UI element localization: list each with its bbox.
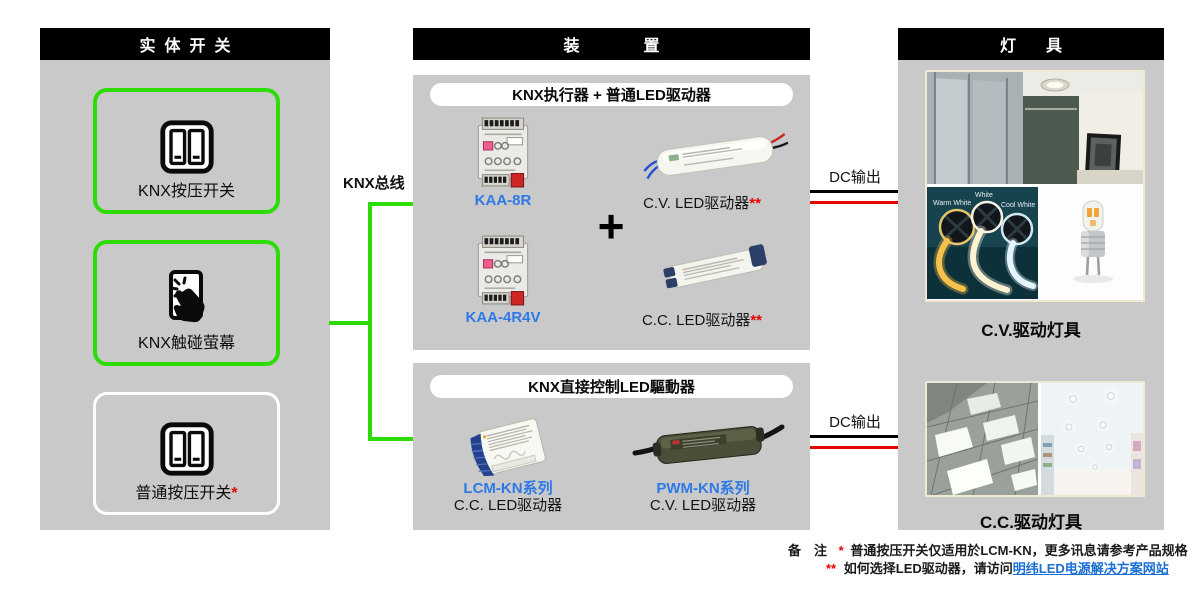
group1-title: KNX执行器 + 普通LED驱动器 — [430, 83, 793, 106]
dc-line-red-top — [810, 201, 899, 204]
knx-bus-line-to-group2 — [368, 437, 413, 441]
lamp-panel-header: 灯具 — [898, 28, 1164, 60]
dc-line-black-top — [810, 190, 899, 193]
led-strips-photo: Warm White White Cool White — [927, 187, 1038, 299]
switch-panel-header: 实体开关 — [40, 28, 330, 60]
knx-bus-line-to-group1 — [368, 202, 413, 206]
direct-driver-group: KNX直接控制LED驅動器 LCM-KN系列 C.C. LED驱动器 — [413, 363, 810, 530]
kaa-4r4v-image — [477, 235, 529, 306]
pwm-kn-desc: C.V. LED驱动器 — [649, 497, 757, 514]
cv-lamp-label: C.V.驱动灯具 — [981, 321, 1081, 340]
interior-room-photo — [927, 72, 1143, 184]
lcm-kn-label: LCM-KN系列 — [463, 480, 553, 497]
knx-push-switch-label: KNX按压开关 — [138, 182, 235, 200]
kaa-8r-image — [477, 117, 529, 188]
dc-output-label-top: DC输出 — [829, 169, 881, 186]
footnote-line-1: 备 注 * 普通按压开关仅适用於LCM-KN，更多讯息请参考产品规格 — [788, 540, 1188, 559]
panel-ceiling-photo — [927, 383, 1038, 495]
strip-label-cool-white: Cool White — [1001, 202, 1035, 209]
knx-touch-screen-card: KNX触碰萤幕 — [93, 240, 280, 366]
plus-sign: + — [597, 200, 625, 252]
cc-led-driver-image — [663, 244, 767, 289]
lamp-panel-title: 灯具 — [999, 38, 1092, 55]
kaa-8r-label: KAA-8R — [474, 192, 532, 209]
footnote-text-1: 普通按压开关仅适用於LCM-KN，更多讯息请参考产品规格 — [850, 543, 1188, 558]
cv-lamp-photos: Warm White White Cool White — [925, 70, 1145, 302]
switch-panel-body: KNX按压开关 KNX触碰萤幕 — [40, 60, 330, 530]
g4-bulb-photo — [1041, 187, 1143, 299]
knx-touch-screen-label: KNX触碰萤幕 — [138, 334, 235, 352]
pwm-kn-label: PWM-KN系列 — [656, 480, 750, 497]
device-panel-header: 装置 — [413, 28, 810, 60]
footnote-text-2: 如何选择LED驱动器，请访问 — [843, 561, 1013, 576]
footnote-stars: ** — [750, 312, 763, 329]
strip-label-white: White — [975, 192, 993, 199]
kaa-4r4v-label: KAA-4R4V — [465, 309, 541, 326]
led-solution-link[interactable]: 明纬LED电源解决方案网站 — [1012, 561, 1169, 576]
footnote-stars: ** — [749, 195, 761, 212]
touch-screen-icon — [168, 269, 205, 322]
device-panel-title: 装置 — [563, 38, 724, 55]
actuator-driver-group: KNX执行器 + 普通LED驱动器 KAA-8R + — [413, 75, 810, 350]
dc-line-red-bottom — [810, 446, 899, 449]
knx-bus-label: KNX总线 — [343, 175, 405, 192]
dc-line-black-bottom — [810, 435, 899, 438]
footnote-line-2: ** 如何选择LED驱动器，请访问明纬LED电源解决方案网站 — [826, 558, 1169, 577]
ordinary-push-switch-label: 普通按压开关* — [135, 484, 238, 502]
lcm-kn-desc: C.C. LED驱动器 — [453, 497, 563, 514]
ordinary-push-switch-card: 普通按压开关* — [93, 392, 280, 515]
rocker-switch-icon — [159, 422, 214, 476]
strip-label-warm-white: Warm White — [933, 200, 971, 207]
rocker-switch-icon — [159, 120, 214, 174]
lamp-panel: 灯具 — [898, 28, 1164, 532]
pwm-kn-image — [632, 424, 785, 464]
knx-bus-line-vertical — [368, 202, 372, 441]
footnote-star-1: * — [838, 543, 844, 558]
knx-push-switch-card: KNX按压开关 — [93, 88, 280, 214]
switch-panel: 实体开关 KNX按压开关 — [40, 28, 330, 530]
cv-driver-label: C.V. LED驱动器** — [643, 195, 761, 212]
cc-driver-label: C.C. LED驱动器** — [641, 312, 763, 329]
lcm-kn-image — [470, 418, 546, 477]
dc-output-label-bottom: DC输出 — [829, 414, 881, 431]
knx-bus-line-from-switches — [329, 321, 370, 325]
cc-lamp-photos — [925, 381, 1145, 497]
footnote-heading: 备 注 — [788, 543, 828, 558]
switch-panel-title: 实体开关 — [139, 38, 240, 55]
footnote-star-2: ** — [826, 561, 837, 576]
group2-title: KNX直接控制LED驅動器 — [430, 375, 793, 398]
cv-led-driver-image — [643, 133, 789, 180]
downlight-ceiling-photo — [1041, 383, 1143, 495]
cc-lamp-label: C.C.驱动灯具 — [980, 513, 1082, 532]
footnote-star: * — [231, 484, 238, 502]
